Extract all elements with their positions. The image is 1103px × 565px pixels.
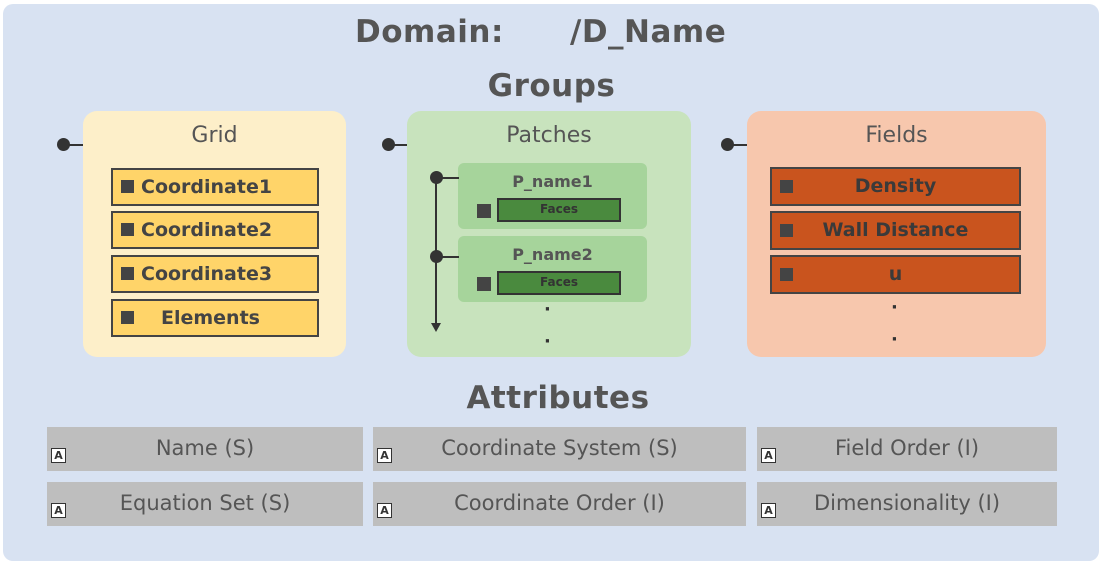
patch2-connector-line xyxy=(436,256,459,258)
patches-ellipsis: · xyxy=(544,331,551,352)
fields-title: Fields xyxy=(865,123,928,148)
patches-title: Patches xyxy=(506,123,592,148)
attribute-label: Dimensionality (I) xyxy=(813,491,1001,515)
field-item-density[interactable]: Density xyxy=(770,167,1021,206)
arrow-down-icon xyxy=(431,323,441,332)
field-item-u[interactable]: u xyxy=(770,255,1021,294)
grid-item-coordinate1[interactable]: Coordinate1 xyxy=(111,168,319,206)
attribute-icon: A xyxy=(51,448,66,463)
fields-group: Fields Density Wall Distance u · · xyxy=(747,111,1046,357)
grid-item-elements[interactable]: Elements xyxy=(111,299,319,337)
patch-name: P_name1 xyxy=(512,172,593,191)
fields-connector-line xyxy=(728,144,748,146)
grid-item-label: Coordinate2 xyxy=(141,219,273,241)
grid-item-coordinate3[interactable]: Coordinate3 xyxy=(111,255,319,293)
attribute-label: Equation Set (S) xyxy=(119,491,291,515)
attribute-label: Coordinate Order (I) xyxy=(454,491,665,515)
attribute-icon: A xyxy=(377,503,392,518)
patches-group: Patches P_name1 Faces P_name2 Faces · · xyxy=(407,111,691,357)
faces-dataset[interactable]: Faces xyxy=(497,198,621,222)
dataset-icon xyxy=(477,277,491,291)
attribute-equation-set[interactable]: A Equation Set (S) xyxy=(47,482,363,526)
field-item-wall-distance[interactable]: Wall Distance xyxy=(770,211,1021,250)
fields-ellipsis: · xyxy=(891,329,898,350)
attribute-field-order[interactable]: A Field Order (I) xyxy=(757,427,1057,471)
dataset-icon xyxy=(477,204,491,218)
fields-connector-dot xyxy=(721,138,734,151)
faces-dataset[interactable]: Faces xyxy=(497,271,621,295)
patch-name: P_name2 xyxy=(512,245,593,264)
patch-card-2[interactable]: P_name2 Faces xyxy=(458,236,647,302)
attributes-heading: Attributes xyxy=(466,380,650,416)
grid-group: Grid Coordinate1 Coordinate2 Coordinate3… xyxy=(83,111,346,357)
dataset-icon xyxy=(121,267,134,280)
patches-connector-dot xyxy=(382,138,395,151)
patches-connector-line xyxy=(389,144,409,146)
patches-ellipsis: · xyxy=(544,299,551,320)
grid-connector-dot xyxy=(57,138,70,151)
grid-item-label: Elements xyxy=(161,307,260,329)
grid-item-label: Coordinate1 xyxy=(141,176,273,198)
groups-heading: Groups xyxy=(487,68,616,104)
patch1-connector-line xyxy=(436,177,459,179)
dataset-icon xyxy=(780,224,793,237)
attribute-name[interactable]: A Name (S) xyxy=(47,427,363,471)
attribute-label: Coordinate System (S) xyxy=(441,436,678,460)
grid-title: Grid xyxy=(191,123,238,148)
fields-ellipsis: · xyxy=(891,297,898,318)
attribute-dimensionality[interactable]: A Dimensionality (I) xyxy=(757,482,1057,526)
grid-connector-line xyxy=(64,144,84,146)
domain-name: /D_Name xyxy=(570,14,727,50)
attribute-coordinate-system[interactable]: A Coordinate System (S) xyxy=(373,427,746,471)
dataset-icon xyxy=(121,180,134,193)
attribute-icon: A xyxy=(377,448,392,463)
dataset-icon xyxy=(780,180,793,193)
attribute-icon: A xyxy=(761,503,776,518)
field-item-label: Density xyxy=(854,175,937,197)
patch-card-1[interactable]: P_name1 Faces xyxy=(458,163,647,229)
dataset-icon xyxy=(780,268,793,281)
attribute-label: Field Order (I) xyxy=(834,436,980,460)
field-item-label: Wall Distance xyxy=(822,219,969,241)
domain-label: Domain: xyxy=(355,14,504,50)
attribute-coordinate-order[interactable]: A Coordinate Order (I) xyxy=(373,482,746,526)
attribute-icon: A xyxy=(761,448,776,463)
attribute-icon: A xyxy=(51,503,66,518)
dataset-icon xyxy=(121,311,134,324)
grid-item-label: Coordinate3 xyxy=(141,263,273,285)
attribute-label: Name (S) xyxy=(155,436,255,460)
grid-item-coordinate2[interactable]: Coordinate2 xyxy=(111,211,319,249)
field-item-label: u xyxy=(888,263,903,285)
dataset-icon xyxy=(121,223,134,236)
